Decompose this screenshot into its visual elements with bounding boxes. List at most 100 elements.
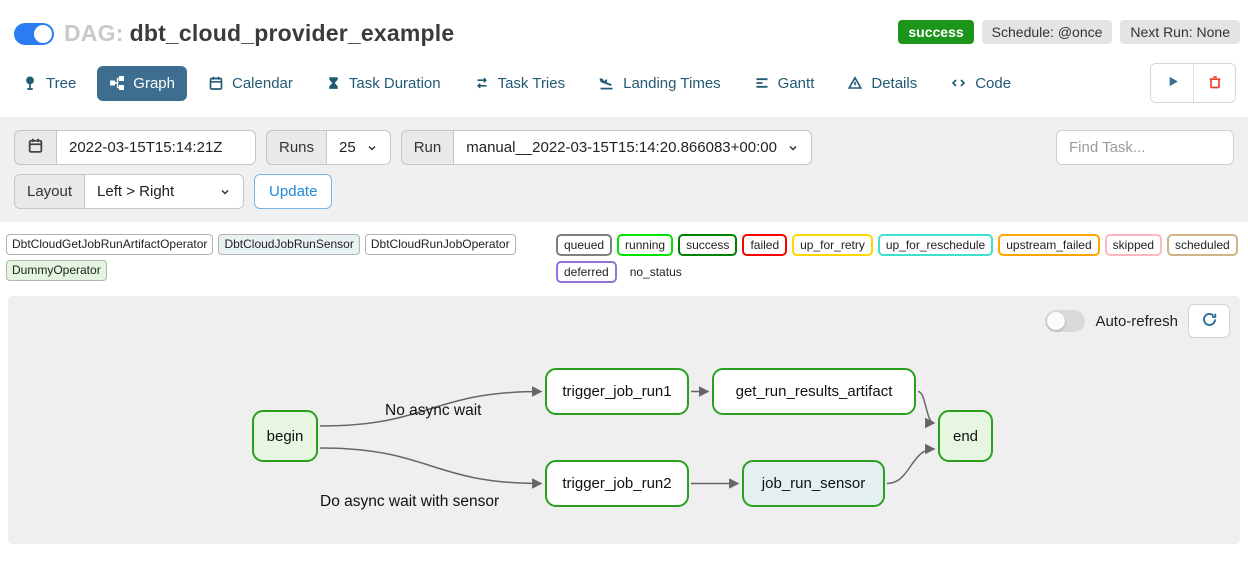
code-icon [950,75,967,91]
dag-edges [319,386,936,489]
task-node-job_run_sensor[interactable]: job_run_sensor [742,460,885,507]
layout-group: Layout Left > Right [14,174,245,209]
calendar-icon [208,75,224,91]
edge-job_run_sensor-to-end [886,443,936,485]
dag-prefix: DAG: [64,20,124,46]
base-date-group [14,130,256,165]
auto-refresh-toggle[interactable] [1045,310,1086,332]
run-label: Run [400,130,454,165]
tab-task-duration[interactable]: Task Duration [314,66,453,101]
edge-get_run_results_artifact-to-end [917,390,936,429]
layout-label: Layout [14,174,85,209]
calendar-small-icon [27,137,44,158]
runs-value: 25 [339,139,356,156]
tab-label: Code [975,74,1012,92]
toggle-knob [34,24,52,43]
chevron-down-icon [366,142,378,154]
graph-filter-panel: Runs 25 Run manual__2022-03-15T15:14:20.… [0,117,1248,222]
tab-label: Landing Times [623,74,721,92]
tab-label: Tree [46,74,77,92]
tab-task-tries[interactable]: Task Tries [462,66,578,101]
state-badge-queued: queued [556,234,613,256]
next-run-badge: Next Run: None [1120,20,1240,44]
refresh-icon [1201,311,1218,331]
tree-icon [22,75,38,91]
task-node-trigger_job_run1[interactable]: trigger_job_run1 [545,368,689,415]
find-task-input[interactable] [1056,130,1234,165]
dag-action-buttons [1150,63,1236,103]
graph-icon [109,75,125,91]
page-title: DAG:dbt_cloud_provider_example [64,20,454,47]
tab-calendar[interactable]: Calendar [196,66,305,101]
schedule-badge: Schedule: @once [981,20,1113,44]
dag-header: DAG:dbt_cloud_provider_example success S… [0,0,1248,47]
tab-label: Task Duration [348,74,441,92]
tab-details[interactable]: Details [835,66,929,101]
state-badge-no_status: no_status [621,261,690,283]
run-value: manual__2022-03-15T15:14:20.866083+00:00 [466,139,777,156]
operator-badge: DummyOperator [6,260,107,281]
trigger-dag-button[interactable] [1151,64,1193,102]
task-node-end[interactable]: end [938,410,993,462]
run-group: Run manual__2022-03-15T15:14:20.866083+0… [400,130,812,165]
layout-select[interactable]: Left > Right [84,174,245,209]
details-icon [847,75,863,91]
update-button[interactable]: Update [254,174,333,209]
runs-group: Runs 25 [266,130,391,165]
tab-label: Graph [133,74,175,92]
auto-refresh-label: Auto-refresh [1095,312,1178,330]
layout-value: Left > Right [97,183,175,200]
header-badges: success Schedule: @once Next Run: None [898,20,1240,44]
filter-row-1: Runs 25 Run manual__2022-03-15T15:14:20.… [14,130,1234,165]
dag-pause-toggle[interactable] [14,22,54,45]
base-date-input[interactable] [56,130,256,165]
state-badge-running: running [617,234,674,256]
calendar-addon[interactable] [14,130,56,165]
state-badge-up_for_retry: up_for_retry [792,234,873,256]
hourglass-icon [326,75,341,91]
state-badge-upstream_failed: upstream_failed [998,234,1100,256]
filter-row-2: Layout Left > Right Update [14,174,1234,209]
landing-icon [598,75,615,91]
edge-label: No async wait [385,402,482,419]
tab-label: Gantt [777,74,815,92]
state-badge-deferred: deferred [556,261,617,283]
dag-graph-panel: Auto-refresh begin trigger_job_run1 get_ru… [8,296,1240,544]
task-node-begin[interactable]: begin [252,410,318,462]
edge-label: Do async wait with sensor [320,493,500,510]
toggle-knob [1047,312,1066,330]
tab-label: Task Tries [497,74,566,92]
state-badge-scheduled: scheduled [1167,234,1238,256]
chevron-down-icon [787,142,799,154]
trash-icon [1207,74,1223,93]
tabs-container: Tree Graph Calendar Task Duration Task Tries… [10,65,1023,101]
tab-tree[interactable]: Tree [10,66,88,101]
play-icon [1165,74,1180,92]
state-badge-success: success [678,234,738,256]
edge-begin-to-trigger_job_run1 [319,386,543,427]
state-badge-up_for_reschedule: up_for_reschedule [877,234,994,256]
tab-label: Calendar [232,74,293,92]
base-date-value[interactable] [69,139,243,156]
operator-badge: DbtCloudGetJobRunArtifactOperator [6,234,214,255]
dag-status-badge: success [898,20,974,44]
delete-dag-button[interactable] [1193,64,1235,102]
tab-gantt[interactable]: Gantt [742,66,827,101]
tab-graph[interactable]: Graph [97,65,187,101]
chevron-down-icon [219,186,231,198]
tab-code[interactable]: Code [938,66,1023,101]
state-badge-skipped: skipped [1104,234,1162,256]
task-node-trigger_job_run2[interactable]: trigger_job_run2 [545,460,689,507]
retry-icon [474,75,490,91]
edge-begin-to-trigger_job_run2 [319,447,543,489]
gantt-icon [754,75,770,91]
view-tabs: Tree Graph Calendar Task Duration Task Tries… [0,47,1248,103]
run-select[interactable]: manual__2022-03-15T15:14:20.866083+00:00 [453,130,812,165]
runs-select[interactable]: 25 [326,130,391,165]
tab-landing-times[interactable]: Landing Times [586,66,733,101]
refresh-button[interactable] [1188,304,1230,338]
task-node-get_run_results_artifact[interactable]: get_run_results_artifact [712,368,916,415]
